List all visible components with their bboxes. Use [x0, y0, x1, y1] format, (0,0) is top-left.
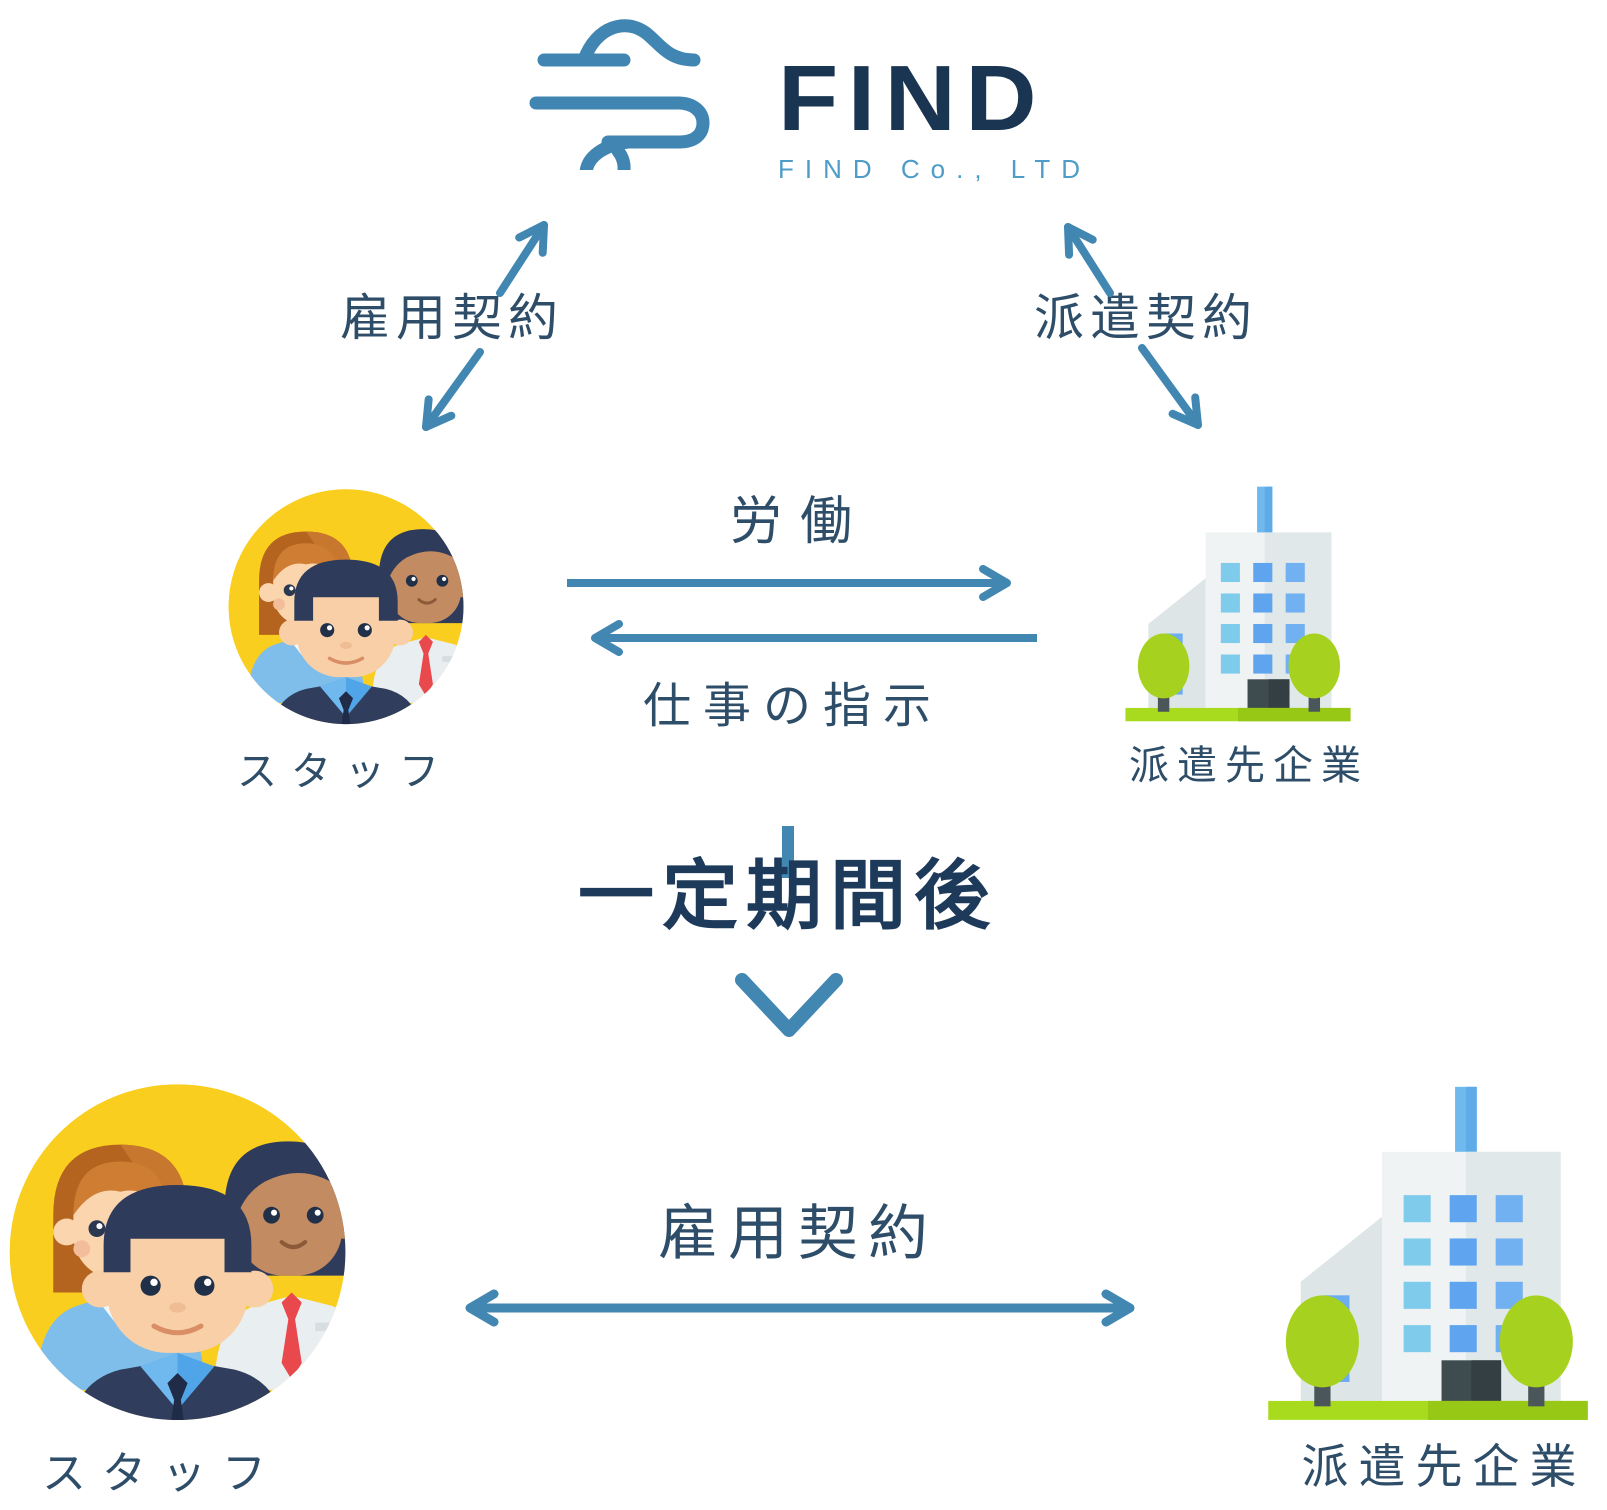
- client-company-icon: [1114, 479, 1362, 727]
- work-instruction-arrow: [591, 620, 1037, 656]
- client-company-icon-after: [1252, 1076, 1604, 1428]
- employment-contract-arrow: [422, 221, 548, 431]
- dispatch-contract-label: 派遣契約: [1034, 290, 1258, 346]
- staff-avatar-after: [0, 1054, 379, 1457]
- work-instruction-label: 仕事の指示: [642, 680, 944, 733]
- direct-employment-arrow: [465, 1289, 1135, 1327]
- staff-label: スタッフ: [237, 749, 453, 794]
- client-company-label: 派遣先企業: [1129, 743, 1369, 788]
- find-wordmark: FIND: [778, 46, 1047, 150]
- find-logo-icon: [529, 19, 710, 170]
- employment-contract-label: 雇用契約: [340, 290, 564, 346]
- dispatch-contract-arrow: [1064, 223, 1202, 429]
- transition-label: 一定期間後: [578, 855, 998, 939]
- direct-employment-label: 雇用契約: [658, 1201, 938, 1267]
- find-subtitle: FIND Co., LTD: [778, 154, 1091, 184]
- labor-label: 労働: [729, 494, 871, 551]
- transition-arrow-stem: [782, 826, 794, 878]
- labor-arrow: [567, 565, 1011, 601]
- staff-avatar: [205, 468, 487, 750]
- client-company-label-after: 派遣先企業: [1301, 1442, 1587, 1494]
- transition-arrow: [735, 973, 843, 1037]
- staff-label-after: スタッフ: [42, 1449, 282, 1498]
